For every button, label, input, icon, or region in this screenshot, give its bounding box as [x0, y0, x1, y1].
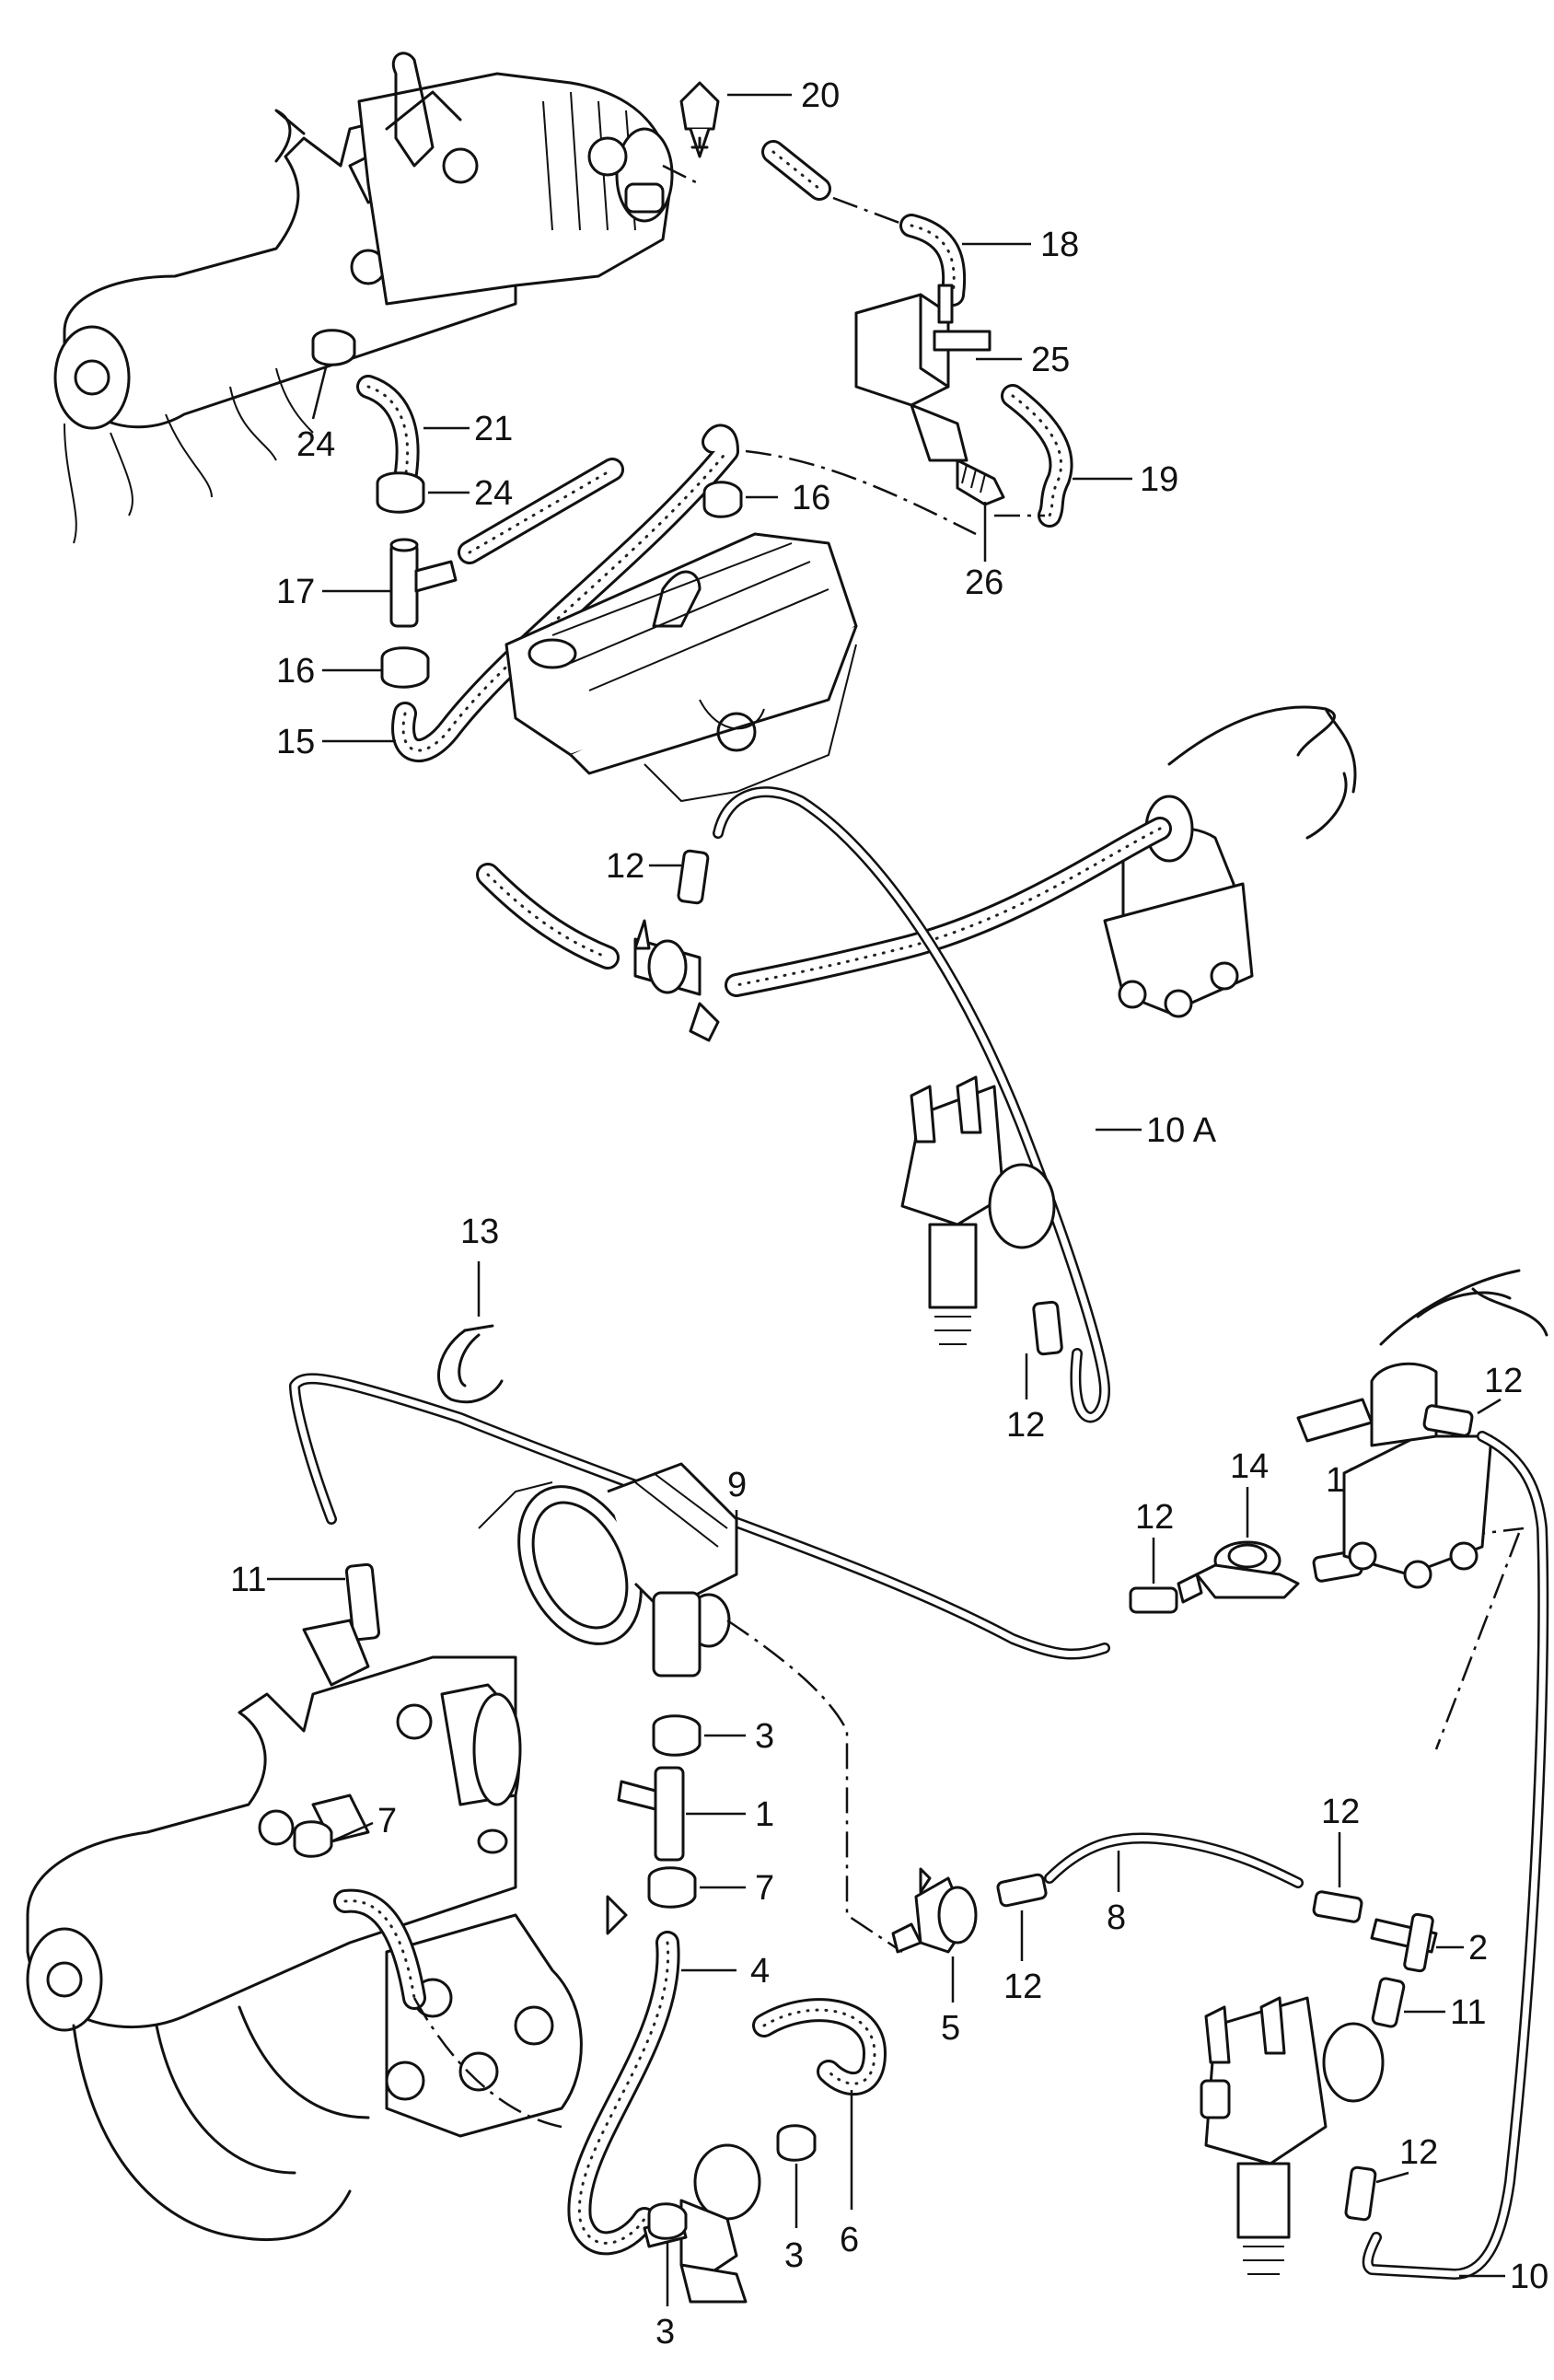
manifold-runners [72, 1829, 628, 2242]
callout-6: 6 [840, 2221, 859, 2259]
connector-12g [996, 1873, 1048, 1961]
brake-servo-bottom [1296, 1269, 1548, 1589]
callout-4: 4 [750, 1952, 770, 1991]
connector-11a [267, 1562, 381, 1642]
hose-long-top [458, 458, 624, 564]
callout-26: 26 [965, 563, 1003, 602]
callout-11b: 11 [1450, 1993, 1486, 2032]
callout-3c: 3 [655, 2313, 675, 2351]
route-line-top [745, 449, 1045, 536]
connector-12b [1025, 1300, 1063, 1399]
hose-18 [899, 214, 1031, 307]
throttle-body-top [357, 52, 674, 306]
callout-7a: 7 [377, 1802, 397, 1840]
callout-24b: 24 [474, 474, 513, 513]
hose-4 [567, 1931, 736, 2256]
callout-25: 25 [1031, 341, 1070, 379]
callout-12g: 12 [1003, 1968, 1042, 2006]
hose-19 [1001, 384, 1132, 528]
callout-7b: 7 [755, 1869, 774, 1908]
callout-10: 10 [1510, 2258, 1548, 2296]
connector-12d [1129, 1538, 1178, 1614]
solenoid-valve-25 [854, 284, 1022, 462]
callout-11a: 11 [230, 1561, 266, 1599]
throttle-body-bottom [478, 1462, 738, 1678]
check-valve-5 [891, 1867, 978, 2003]
t-connector-17 [322, 538, 458, 628]
callout-16a: 16 [792, 479, 830, 517]
hose-brake-booster [476, 817, 1172, 1042]
route-line-valve-5 [726, 1619, 903, 1954]
clamp-7b [647, 1866, 746, 1909]
callout-12c: 12 [1484, 1362, 1523, 1400]
connector-11b [1371, 1977, 1445, 2028]
callout-12f: 12 [1321, 1793, 1360, 1831]
callout-13: 13 [460, 1213, 499, 1251]
t-connector-1 [617, 1766, 746, 1862]
connector-12a [649, 849, 710, 905]
hose-7-left [293, 1820, 426, 2010]
callout-9: 9 [727, 1466, 747, 1504]
callout-16b: 16 [276, 652, 315, 691]
distributor-bottom [1200, 1996, 1385, 2275]
hose-6 [752, 1998, 887, 2210]
callout-15: 15 [276, 723, 315, 761]
connector-12h [1344, 2165, 1409, 2222]
callout-12a: 12 [606, 847, 644, 886]
callout-12d: 12 [1135, 1498, 1174, 1537]
vacuum-line-8 [1044, 1832, 1304, 1892]
clamp-3a [652, 1714, 746, 1757]
elbow-connector-20 [679, 81, 792, 158]
callout-3b: 3 [784, 2236, 804, 2275]
callout-20: 20 [801, 76, 840, 115]
clamp-16b [322, 646, 430, 689]
t-connector-2 [1370, 1912, 1464, 1973]
callout-14: 14 [1230, 1447, 1269, 1486]
intake-manifold-bottom [26, 1619, 522, 2032]
callout-5: 5 [941, 2009, 960, 2048]
brake-servo-top [1103, 705, 1357, 1018]
callout-2: 2 [1468, 1929, 1488, 1968]
clamp-3c [647, 2202, 688, 2306]
hose-21 [356, 375, 470, 491]
callout-24a: 24 [296, 425, 335, 464]
callout-10A: 10 A [1146, 1111, 1217, 1150]
route-line-bottom-left [412, 1997, 562, 2129]
hose-20-18 [662, 140, 908, 227]
screw-26 [956, 459, 1005, 562]
connector-12c [1422, 1398, 1502, 1437]
callout-18: 18 [1040, 226, 1079, 264]
distributor-top [900, 1075, 1056, 1345]
callout-19: 19 [1140, 460, 1178, 499]
callout-12b: 12 [1006, 1406, 1045, 1445]
callout-17: 17 [276, 573, 315, 611]
clamp-24b [376, 471, 470, 514]
callout-1: 1 [755, 1795, 774, 1834]
clamp-24a [311, 329, 356, 420]
cylinder-head-cover [504, 532, 858, 803]
vacuum-line-10 [1362, 1431, 1549, 2280]
callout-21: 21 [474, 410, 513, 448]
clamp-3b [776, 2124, 817, 2228]
callout-12h: 12 [1399, 2133, 1438, 2172]
callout-3a: 3 [755, 1717, 774, 1756]
callout-8: 8 [1107, 1898, 1126, 1937]
clip-13 [437, 1261, 504, 1404]
vacuum-line-10A [713, 786, 1142, 1423]
connector-12f [1312, 1832, 1363, 1923]
clamp-16a [702, 481, 778, 518]
check-valve-14 [1177, 1487, 1300, 1604]
